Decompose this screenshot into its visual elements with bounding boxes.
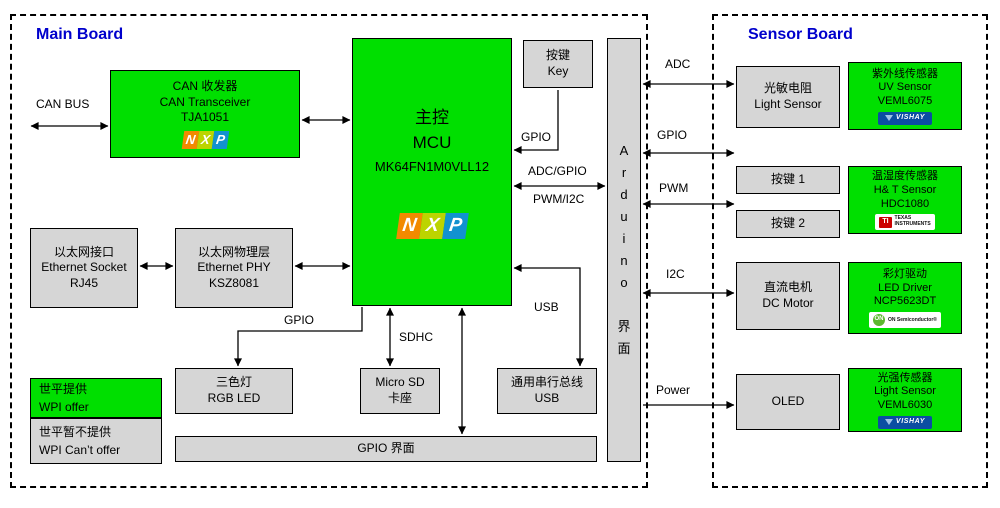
dc-motor-label: 直流电机 DC Motor bbox=[762, 280, 814, 310]
key1-label: 按键 1 bbox=[770, 172, 805, 187]
key-label: 按键 Key bbox=[545, 48, 570, 78]
main-board-outline bbox=[10, 14, 648, 488]
key2-label: 按键 2 bbox=[770, 216, 805, 231]
i2c-label: I2C bbox=[666, 267, 685, 281]
micro-sd-label: Micro SD 卡座 bbox=[375, 375, 425, 405]
micro-sd-box: Micro SD 卡座 bbox=[360, 368, 440, 414]
key1-box: 按键 1 bbox=[736, 166, 840, 194]
ethernet-socket-box: 以太网接口 Ethernet Socket RJ45 bbox=[30, 228, 138, 308]
gpio-interface-bar: GPIO 界面 bbox=[175, 436, 597, 462]
mcu-title: 主控 MCU bbox=[412, 107, 452, 153]
uv-sensor-label: 紫外线传感器 UV Sensor VEML6075 bbox=[872, 67, 938, 108]
arduino-interface-label: A r d u i n o 界 面 bbox=[617, 142, 631, 357]
pwm-label: PWM bbox=[659, 181, 689, 195]
adc-label: ADC bbox=[665, 57, 691, 71]
usb-wire-label: USB bbox=[534, 300, 559, 314]
pwm-i2c-label: PWM/I2C bbox=[533, 192, 585, 206]
rgb-led-box: 三色灯 RGB LED bbox=[175, 368, 293, 414]
arduino-interface-bar: A r d u i n o 界 面 bbox=[607, 38, 641, 462]
can-transceiver-label: CAN 收发器 CAN Transceiver TJA1051 bbox=[159, 79, 251, 125]
ambient-light-sensor-label: 光强传感器 Light Sensor VEML6030 bbox=[874, 371, 936, 412]
legend-wpi-not-offer: 世平暂不提供 WPI Can’t offer bbox=[30, 418, 162, 464]
rgb-led-label: 三色灯 RGB LED bbox=[207, 375, 261, 405]
legend-wpi-offer-label: 世平提供 WPI offer bbox=[39, 382, 89, 414]
gpio-interface-label: GPIO 界面 bbox=[357, 441, 415, 456]
usb-box-label: 通用串行总线 USB bbox=[510, 375, 583, 405]
ethernet-socket-label: 以太网接口 Ethernet Socket RJ45 bbox=[41, 244, 127, 290]
vishay-triangle-icon bbox=[884, 115, 893, 122]
legend-wpi-offer: 世平提供 WPI offer bbox=[30, 378, 162, 418]
can-bus-label: CAN BUS bbox=[36, 97, 90, 111]
adc-gpio-label: ADC/GPIO bbox=[528, 164, 587, 178]
sensor-board-outline bbox=[712, 14, 988, 488]
gpio-led-label: GPIO bbox=[284, 313, 315, 327]
legend-wpi-not-offer-label: 世平暂不提供 WPI Can’t offer bbox=[39, 425, 121, 457]
gpio-key-label: GPIO bbox=[521, 130, 552, 144]
light-sensor-box: 光敏电阻 Light Sensor bbox=[736, 66, 840, 128]
ethernet-phy-label: 以太网物理层 Ethernet PHY KSZ8081 bbox=[197, 244, 271, 290]
key2-box: 按键 2 bbox=[736, 210, 840, 238]
sdhc-label: SDHC bbox=[399, 330, 434, 344]
led-driver-label: 彩灯驱动 LED Driver NCP5623DT bbox=[873, 267, 937, 308]
power-label: Power bbox=[656, 383, 691, 397]
sensor-board-title: Sensor Board bbox=[748, 26, 853, 43]
key-box: 按键 Key bbox=[523, 40, 593, 88]
gpio-sensor-label: GPIO bbox=[657, 128, 688, 142]
vishay-logo: VISHAY bbox=[877, 111, 933, 125]
usb-box: 通用串行总线 USB bbox=[497, 368, 597, 414]
ethernet-phy-box: 以太网物理层 Ethernet PHY KSZ8081 bbox=[175, 228, 293, 308]
vishay-triangle-icon bbox=[884, 419, 893, 426]
mcu-part-number: MK64FN1M0VLL12 bbox=[374, 158, 490, 174]
dc-motor-box: 直流电机 DC Motor bbox=[736, 262, 840, 330]
oled-label: OLED bbox=[771, 394, 805, 409]
oled-box: OLED bbox=[736, 374, 840, 430]
light-sensor-label: 光敏电阻 Light Sensor bbox=[754, 81, 822, 111]
main-board-title: Main Board bbox=[36, 26, 124, 43]
ht-sensor-label: 温湿度传感器 H& T Sensor HDC1080 bbox=[872, 170, 938, 210]
vishay-logo: VISHAY bbox=[877, 415, 933, 429]
